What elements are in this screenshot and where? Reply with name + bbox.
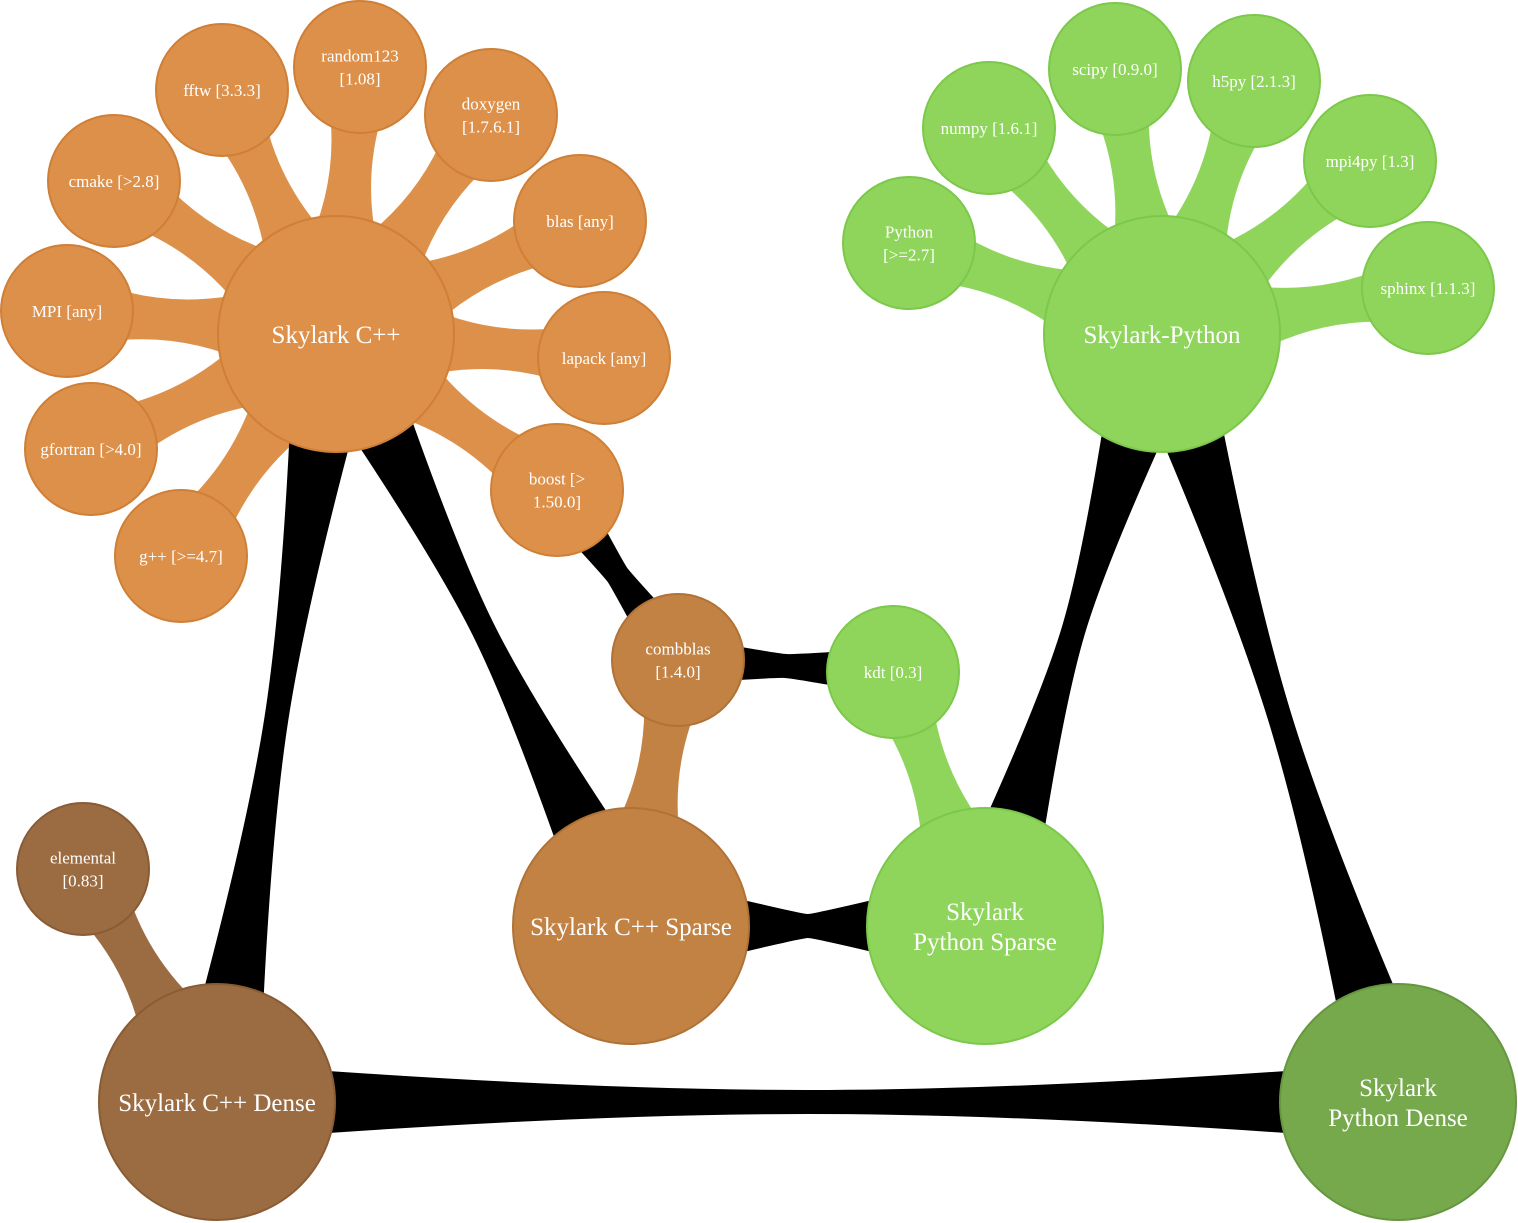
h5py-node[interactable]: h5py [2.1.3] (1187, 14, 1321, 148)
lapack-node[interactable]: lapack [any] (537, 291, 671, 425)
fftw-label-1: fftw [3.3.3] (183, 81, 261, 100)
skylark-connectors (196, 393, 1406, 1136)
random123-circle (293, 0, 427, 134)
skylark-python-dense-label-1: Skylark (1359, 1075, 1437, 1102)
skylark-cpp-sparse-label-1: Skylark C++ Sparse (530, 914, 732, 941)
cmake-node[interactable]: cmake [>2.8] (47, 114, 181, 248)
python-label-1: Python (885, 223, 934, 242)
skylark-cpp-circle (217, 215, 455, 453)
fftw-circle (155, 23, 289, 157)
skylark-python-to-skylark-python-dense-connector (1154, 403, 1406, 1033)
doxygen-label-1: doxygen (462, 95, 521, 114)
skylark-python-node[interactable]: Skylark-Python (1043, 215, 1281, 453)
fftw-node[interactable]: fftw [3.3.3] (155, 23, 289, 157)
mpi-label-1: MPI [any] (32, 302, 102, 321)
scipy-label-1: scipy [0.9.0] (1072, 60, 1157, 79)
random123-label-2: [1.08] (339, 70, 380, 89)
boost-label-2: 1.50.0] (533, 493, 581, 512)
skylark-cpp-to-skylark-cpp-sparse-connector (343, 393, 624, 867)
elemental-node[interactable]: elemental [0.83] (16, 802, 150, 936)
python-label-2: [>=2.7] (883, 246, 935, 265)
random123-label-1: random123 (321, 47, 398, 66)
skylark-cpp-sparse-to-skylark-python-sparse-connector (713, 892, 903, 960)
skylark-python-dense-circle (1279, 983, 1517, 1221)
numpy-node[interactable]: numpy [1.6.1] (922, 61, 1056, 195)
boost-label-1: boost [> (529, 470, 585, 489)
skylark-cpp-dense-circle (98, 983, 336, 1221)
doxygen-node[interactable]: doxygen [1.7.6.1] (424, 48, 558, 182)
python-node[interactable]: Python [>=2.7] (842, 176, 976, 310)
skylark-python-sparse-label-2: Python Sparse (913, 929, 1057, 956)
mpi4py-circle (1303, 94, 1437, 228)
gpp-node[interactable]: g++ [>=4.7] (114, 489, 248, 623)
scipy-node[interactable]: scipy [0.9.0] (1048, 2, 1182, 136)
gpp-label-1: g++ [>=4.7] (139, 547, 223, 566)
sphinx-node[interactable]: sphinx [1.1.3] (1361, 221, 1495, 355)
skylark-cpp-label-1: Skylark C++ (272, 322, 401, 349)
combblas-circle (611, 593, 745, 727)
doxygen-circle (424, 48, 558, 182)
skylark-python-to-skylark-python-sparse-connector (977, 403, 1170, 857)
sphinx-circle (1361, 221, 1495, 355)
elemental-label-2: [0.83] (62, 872, 103, 891)
gpp-circle (114, 489, 248, 623)
numpy-label-1: numpy [1.6.1] (941, 119, 1038, 138)
sphinx-label-1: sphinx [1.1.3] (1381, 279, 1476, 298)
lapack-label-1: lapack [any] (562, 349, 646, 368)
skylark-python-sparse-label-1: Skylark (946, 899, 1024, 926)
skylark-python-dense-label-2: Python Dense (1328, 1105, 1468, 1132)
python-circle (842, 176, 976, 310)
random123-node[interactable]: random123 [1.08] (293, 0, 427, 134)
skylark-python-circle (1043, 215, 1281, 453)
doxygen-label-2: [1.7.6.1] (462, 118, 520, 137)
gfortran-node[interactable]: gfortran [>4.0] (24, 382, 158, 516)
boost-circle (490, 423, 624, 557)
mpi4py-label-1: mpi4py [1.3] (1326, 152, 1415, 171)
kdt-node[interactable]: kdt [0.3] (826, 605, 960, 739)
lapack-circle (537, 291, 671, 425)
cmake-label-1: cmake [>2.8] (69, 172, 160, 191)
mpi-node[interactable]: MPI [any] (0, 244, 134, 378)
scipy-circle (1048, 2, 1182, 136)
skylark-cpp-sparse-circle (512, 807, 750, 1045)
skylark-cpp-sparse-node[interactable]: Skylark C++ Sparse (512, 807, 750, 1045)
skylark-cpp-dense-to-skylark-python-dense-connector (299, 1068, 1316, 1136)
skylark-cpp-to-skylark-cpp-dense-connector (196, 410, 357, 1026)
h5py-label-1: h5py [2.1.3] (1212, 72, 1296, 91)
gfortran-circle (24, 382, 158, 516)
combblas-label-1: combblas (645, 640, 710, 659)
skylark-cpp-node[interactable]: Skylark C++ (217, 215, 455, 453)
h5py-circle (1187, 14, 1321, 148)
combblas-to-kdt-connector (723, 644, 848, 688)
boost-node[interactable]: boost [> 1.50.0] (490, 423, 624, 557)
elemental-label-1: elemental (50, 849, 116, 868)
blas-circle (513, 154, 647, 288)
blas-label-1: blas [any] (546, 212, 614, 231)
skylark-python-sparse-circle (866, 807, 1104, 1045)
cmake-circle (47, 114, 181, 248)
gfortran-label-1: gfortran [>4.0] (40, 440, 141, 459)
kdt-circle (826, 605, 960, 739)
mpi-circle (0, 244, 134, 378)
kdt-label-1: kdt [0.3] (864, 663, 923, 682)
numpy-circle (922, 61, 1056, 195)
combblas-node[interactable]: combblas [1.4.0] (611, 593, 745, 727)
skylark-cpp-dense-node[interactable]: Skylark C++ Dense (98, 983, 336, 1221)
skylark-cpp-dense-label-1: Skylark C++ Dense (118, 1090, 316, 1117)
blas-node[interactable]: blas [any] (513, 154, 647, 288)
mpi4py-node[interactable]: mpi4py [1.3] (1303, 94, 1437, 228)
elemental-circle (16, 802, 150, 936)
combblas-label-2: [1.4.0] (655, 663, 700, 682)
skylark-python-label-1: Skylark-Python (1084, 322, 1241, 349)
